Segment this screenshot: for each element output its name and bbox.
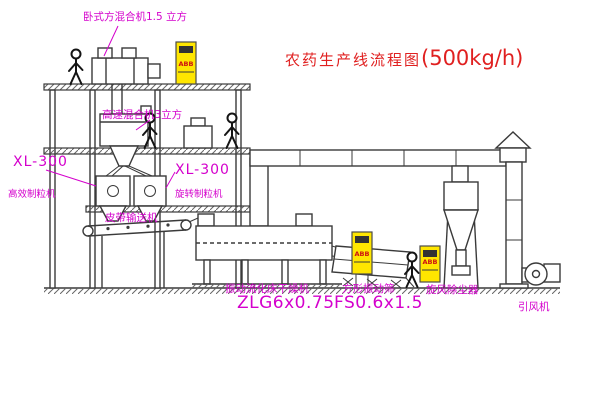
high-speed-mixer — [99, 105, 153, 177]
operator-figure — [224, 112, 240, 149]
auxiliary-machine — [183, 117, 213, 149]
cabinet-brand-text: ABB — [179, 60, 194, 68]
label-dryer-model: ZLG6x0.75 — [237, 293, 335, 313]
control-cabinet-right: ABB — [419, 245, 441, 283]
label-leader-lines — [45, 25, 176, 189]
cabinet-brand-text: ABB — [423, 258, 438, 266]
control-cabinet-middle: ABB — [351, 231, 373, 288]
granulators — [95, 175, 167, 222]
label-belt-conveyor: 皮带输送机 — [105, 212, 158, 224]
operator-figure — [404, 251, 420, 288]
fluid-bed-dryer — [192, 157, 342, 289]
diagram-title: 农药生产线流程图(500kg/h) — [285, 46, 523, 70]
horizontal-mixer — [91, 47, 161, 116]
cabinet-brand-text: ABB — [355, 250, 370, 258]
label-horizontal-mixer: 卧式方混合机1.5 立方 — [83, 11, 188, 23]
diagram-title-name: 农药生产线流程图 — [285, 51, 422, 69]
diagram-title-capacity: (500kg/h) — [421, 46, 524, 70]
label-sieve-name: 方形振动筛 — [342, 283, 395, 295]
exhaust-stack — [494, 131, 532, 289]
label-dryer-name: 振动流化床干燥机 — [225, 283, 309, 295]
vibrating-sieve — [331, 245, 415, 289]
label-granulator-left-model: XL-300 — [13, 154, 68, 170]
label-sieve-model: FS0.6x1.5 — [334, 293, 423, 313]
operator-figure — [142, 112, 158, 149]
label-high-speed-mixer: 高速混合机3立方 — [102, 109, 183, 121]
operator-figure — [68, 48, 84, 85]
cyclone-separator — [443, 165, 479, 289]
belt-conveyor — [82, 217, 199, 288]
control-cabinet-top: ABB — [175, 41, 197, 85]
label-granulator-mid-model: XL-300 — [175, 162, 230, 178]
induced-draft-fan — [521, 262, 561, 286]
label-granulator-left-name: 高效制粒机 — [8, 189, 56, 200]
label-cyclone: 旋风除尘器 — [426, 284, 479, 296]
exhaust-duct — [249, 149, 507, 167]
label-granulator-mid-name: 旋转制粒机 — [175, 189, 223, 200]
label-fan: 引风机 — [518, 301, 550, 313]
